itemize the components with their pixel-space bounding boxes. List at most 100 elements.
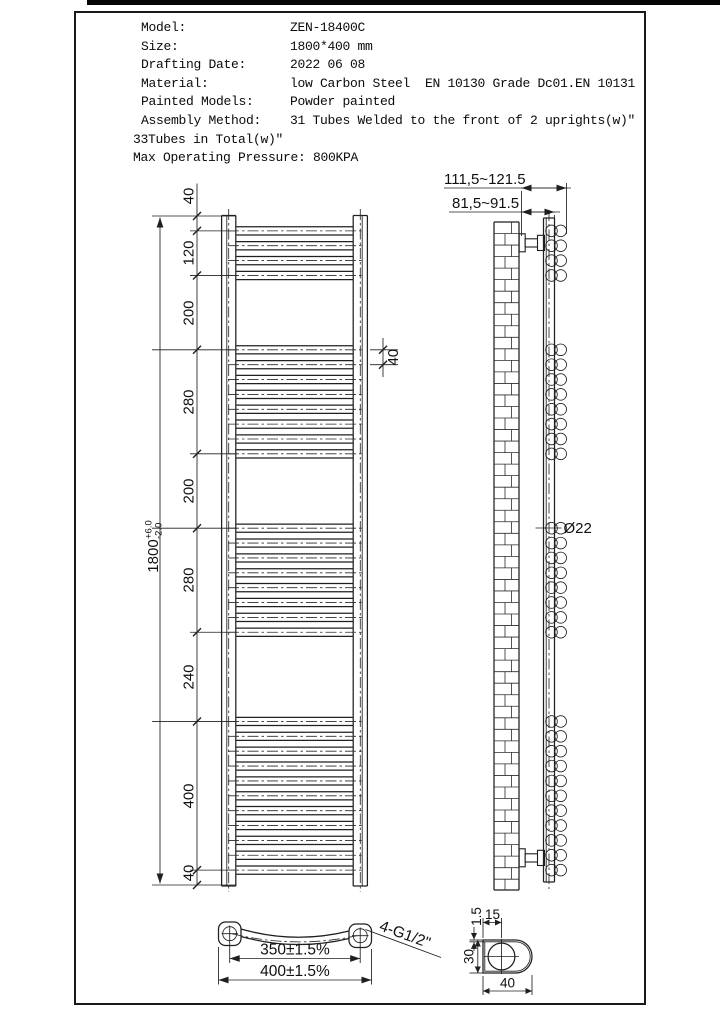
thread-label: 4-G1/2" [377, 918, 433, 952]
tube-end-circle [545, 744, 558, 758]
overall-dim-value: 1800 [145, 539, 162, 572]
tube-end-circle [554, 744, 567, 758]
tube-end-circle [554, 269, 567, 282]
dim-offset-label: 15 [485, 907, 500, 922]
tube-end-circle [554, 834, 567, 847]
spec-table: Model: ZEN-18400C Size: 1800*400 mm Drafting… [133, 19, 639, 168]
spec-rows: Model: ZEN-18400C Size: 1800*400 mm Drafting… [133, 19, 639, 131]
tube-diameter-label: Ø22 [564, 520, 592, 537]
detail-dim-offset: 15 [482, 907, 502, 938]
segment-dim-label: 120 [181, 240, 198, 265]
detail-dim-width: 40 [482, 975, 533, 995]
tube-end-circle [545, 373, 558, 386]
spec-row: Model: ZEN-18400C [133, 19, 639, 38]
overall-dim-label: 1800 +6.0 -2.0 [144, 520, 165, 572]
dim-tick [192, 716, 202, 726]
side-tube-ends [545, 224, 567, 877]
tube-end-circle [554, 358, 567, 371]
dim-tick [192, 865, 202, 875]
tube-end-circle [554, 536, 567, 550]
side-dim-wall-to-tube: 111,5~121.5 [444, 171, 571, 236]
spec-row: Drafting Date:2022 06 08 [133, 56, 639, 75]
tube-end-circle [554, 626, 567, 639]
side-view: 111,5~121.5 81,5~91.5 Ø22 [444, 171, 592, 891]
spec-value: Powder painted [290, 94, 396, 110]
tube-end-circle [545, 863, 558, 877]
segment-dim-label: 280 [181, 567, 198, 592]
tube-end-circle [554, 224, 567, 238]
tube-end-circle [545, 388, 558, 401]
spec-label: Model: [141, 20, 187, 35]
tube-end-circle [545, 224, 558, 238]
dim-tick [192, 270, 202, 280]
tube-end-circle [545, 715, 558, 728]
spec-value: 1800*400 mm [290, 38, 373, 54]
tube-centerline [231, 933, 358, 943]
spec-row: Painted Models:Powder painted [133, 93, 639, 112]
tube-end-circle [554, 239, 567, 252]
detail-dim-height: 30 [462, 939, 483, 974]
detail-d-profile [482, 939, 533, 974]
front-overall-dimension: 1800 +6.0 -2.0 [144, 217, 165, 884]
plan-dim-centers: 350±1.5% [229, 942, 361, 963]
side-upright [542, 210, 556, 889]
wall-section [493, 221, 520, 891]
spec-value: 2022 06 08 [290, 57, 366, 73]
tube-end-circle [554, 819, 567, 832]
plan-right-end-plate [348, 923, 373, 949]
spec-value: 31 Tubes Welded to the front of 2 uprigh… [290, 112, 636, 128]
dim-tick [192, 345, 202, 355]
wall-brick-hatch [494, 222, 519, 890]
tube-end-circle [554, 849, 567, 862]
tube-end-circle [545, 254, 558, 267]
tube-end-circle [554, 863, 567, 877]
tube-end-circle [545, 239, 558, 252]
tube-end-circle [545, 358, 558, 371]
tube-end-circle [554, 447, 567, 461]
spec-pressure-label: Max Operating Pressure: [133, 150, 306, 166]
spec-label: Size: [141, 38, 179, 54]
tube-end-circle [545, 432, 558, 446]
tube-end-circle [545, 566, 558, 580]
tube-end-circle [554, 254, 567, 267]
tube-end-circle [545, 774, 558, 788]
tube-end-circle [545, 834, 558, 847]
dim-tick [192, 449, 202, 459]
tube-end-circle [545, 611, 558, 624]
segment-dim-label: 40 [181, 188, 198, 205]
tube-end-circle [554, 417, 567, 431]
spec-pressure: Max Operating Pressure: 800KPA [133, 149, 639, 168]
front-tubes [228, 226, 362, 875]
plan-left-end-plate [217, 921, 242, 947]
dim-tick [192, 226, 202, 236]
dim-overall-label: 400±1.5% [260, 963, 330, 980]
spec-note: 33Tubes in Total(w)" [133, 131, 639, 150]
tube-end-circle [554, 373, 567, 386]
front-pitch-dimension: 40 [370, 338, 402, 377]
tube-end-circle [554, 403, 567, 416]
spec-value: ZEN-18400C [290, 20, 366, 35]
tube-end-circle [545, 269, 558, 282]
plan-dim-overall: 400±1.5% [218, 947, 372, 985]
tube-end-circle [554, 566, 567, 580]
spec-value: low Carbon Steel EN 10130 Grade Dc01.EN … [290, 75, 636, 91]
tube-end-circle [545, 730, 558, 743]
tube-end-circle [554, 774, 567, 788]
dim-wall-to-tube-label: 111,5~121.5 [444, 171, 526, 188]
overall-dim-lower-tol: -2.0 [154, 523, 165, 539]
tube-end-circle [545, 819, 558, 832]
dim-width-label: 40 [500, 976, 515, 991]
tube-end-circle [554, 343, 567, 357]
spec-note-text: 33Tubes in Total(w)" [133, 131, 284, 147]
tube-end-circle [545, 789, 558, 803]
front-right-upright [352, 209, 369, 892]
dim-thickness-label: 1.5 [469, 907, 484, 926]
spec-label: Material: [141, 75, 209, 91]
dim-centers-label: 350±1.5% [260, 942, 330, 959]
segment-dim-label: 200 [181, 300, 198, 325]
tube-end-circle [545, 447, 558, 461]
wall-bracket-top [518, 233, 546, 253]
detail-view: 15 1.5 30 40 [462, 907, 533, 995]
